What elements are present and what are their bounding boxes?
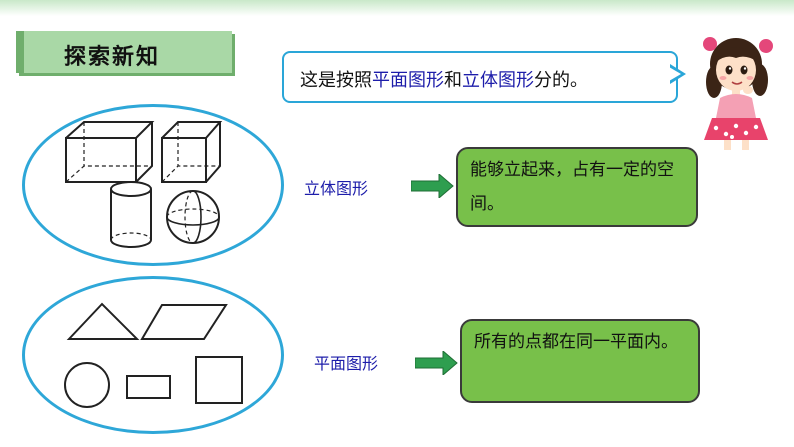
speech-text-before: 这是按照 [300,70,372,91]
rectangle-icon [126,375,171,399]
planar-arrow-icon [415,351,458,375]
triangle-icon [66,302,140,340]
speech-bubble: 这是按照平面图形和立体图形分的。 [282,51,678,103]
cube-icon [161,121,223,183]
planar-definition-text: 所有的点都在同一平面内。 [474,332,678,352]
solid-shapes-ellipse [22,104,284,266]
solid-category-label: 立体图形 [304,179,369,198]
solid-definition-text: 能够立起来，占有一定的空间。 [470,160,674,214]
cuboid-icon [65,121,155,183]
planar-definition-box: 所有的点都在同一平面内。 [460,319,700,403]
speech-bubble-tail-inner [669,67,681,81]
cylinder-icon [110,181,152,248]
girl-character-icon [703,37,773,150]
speech-term-planar: 平面图形 [372,70,444,91]
speech-term-solid: 立体图形 [462,70,534,91]
header-band [0,0,794,16]
circle-icon [64,362,110,408]
planar-shapes-ellipse [22,276,284,434]
section-title: 探索新知 [64,44,161,70]
speech-text-middle: 和 [444,70,462,91]
sphere-icon [166,190,220,244]
section-title-tab: 探索新知 [16,31,232,73]
planar-category-label: 平面图形 [314,354,379,373]
speech-text-after: 分的。 [534,70,588,91]
solid-arrow-icon [411,174,454,198]
speech-text: 这是按照平面图形和立体图形分的。 [300,66,588,92]
parallelogram-icon [140,304,228,340]
square-icon [195,356,243,404]
solid-definition-box: 能够立起来，占有一定的空间。 [456,147,698,227]
